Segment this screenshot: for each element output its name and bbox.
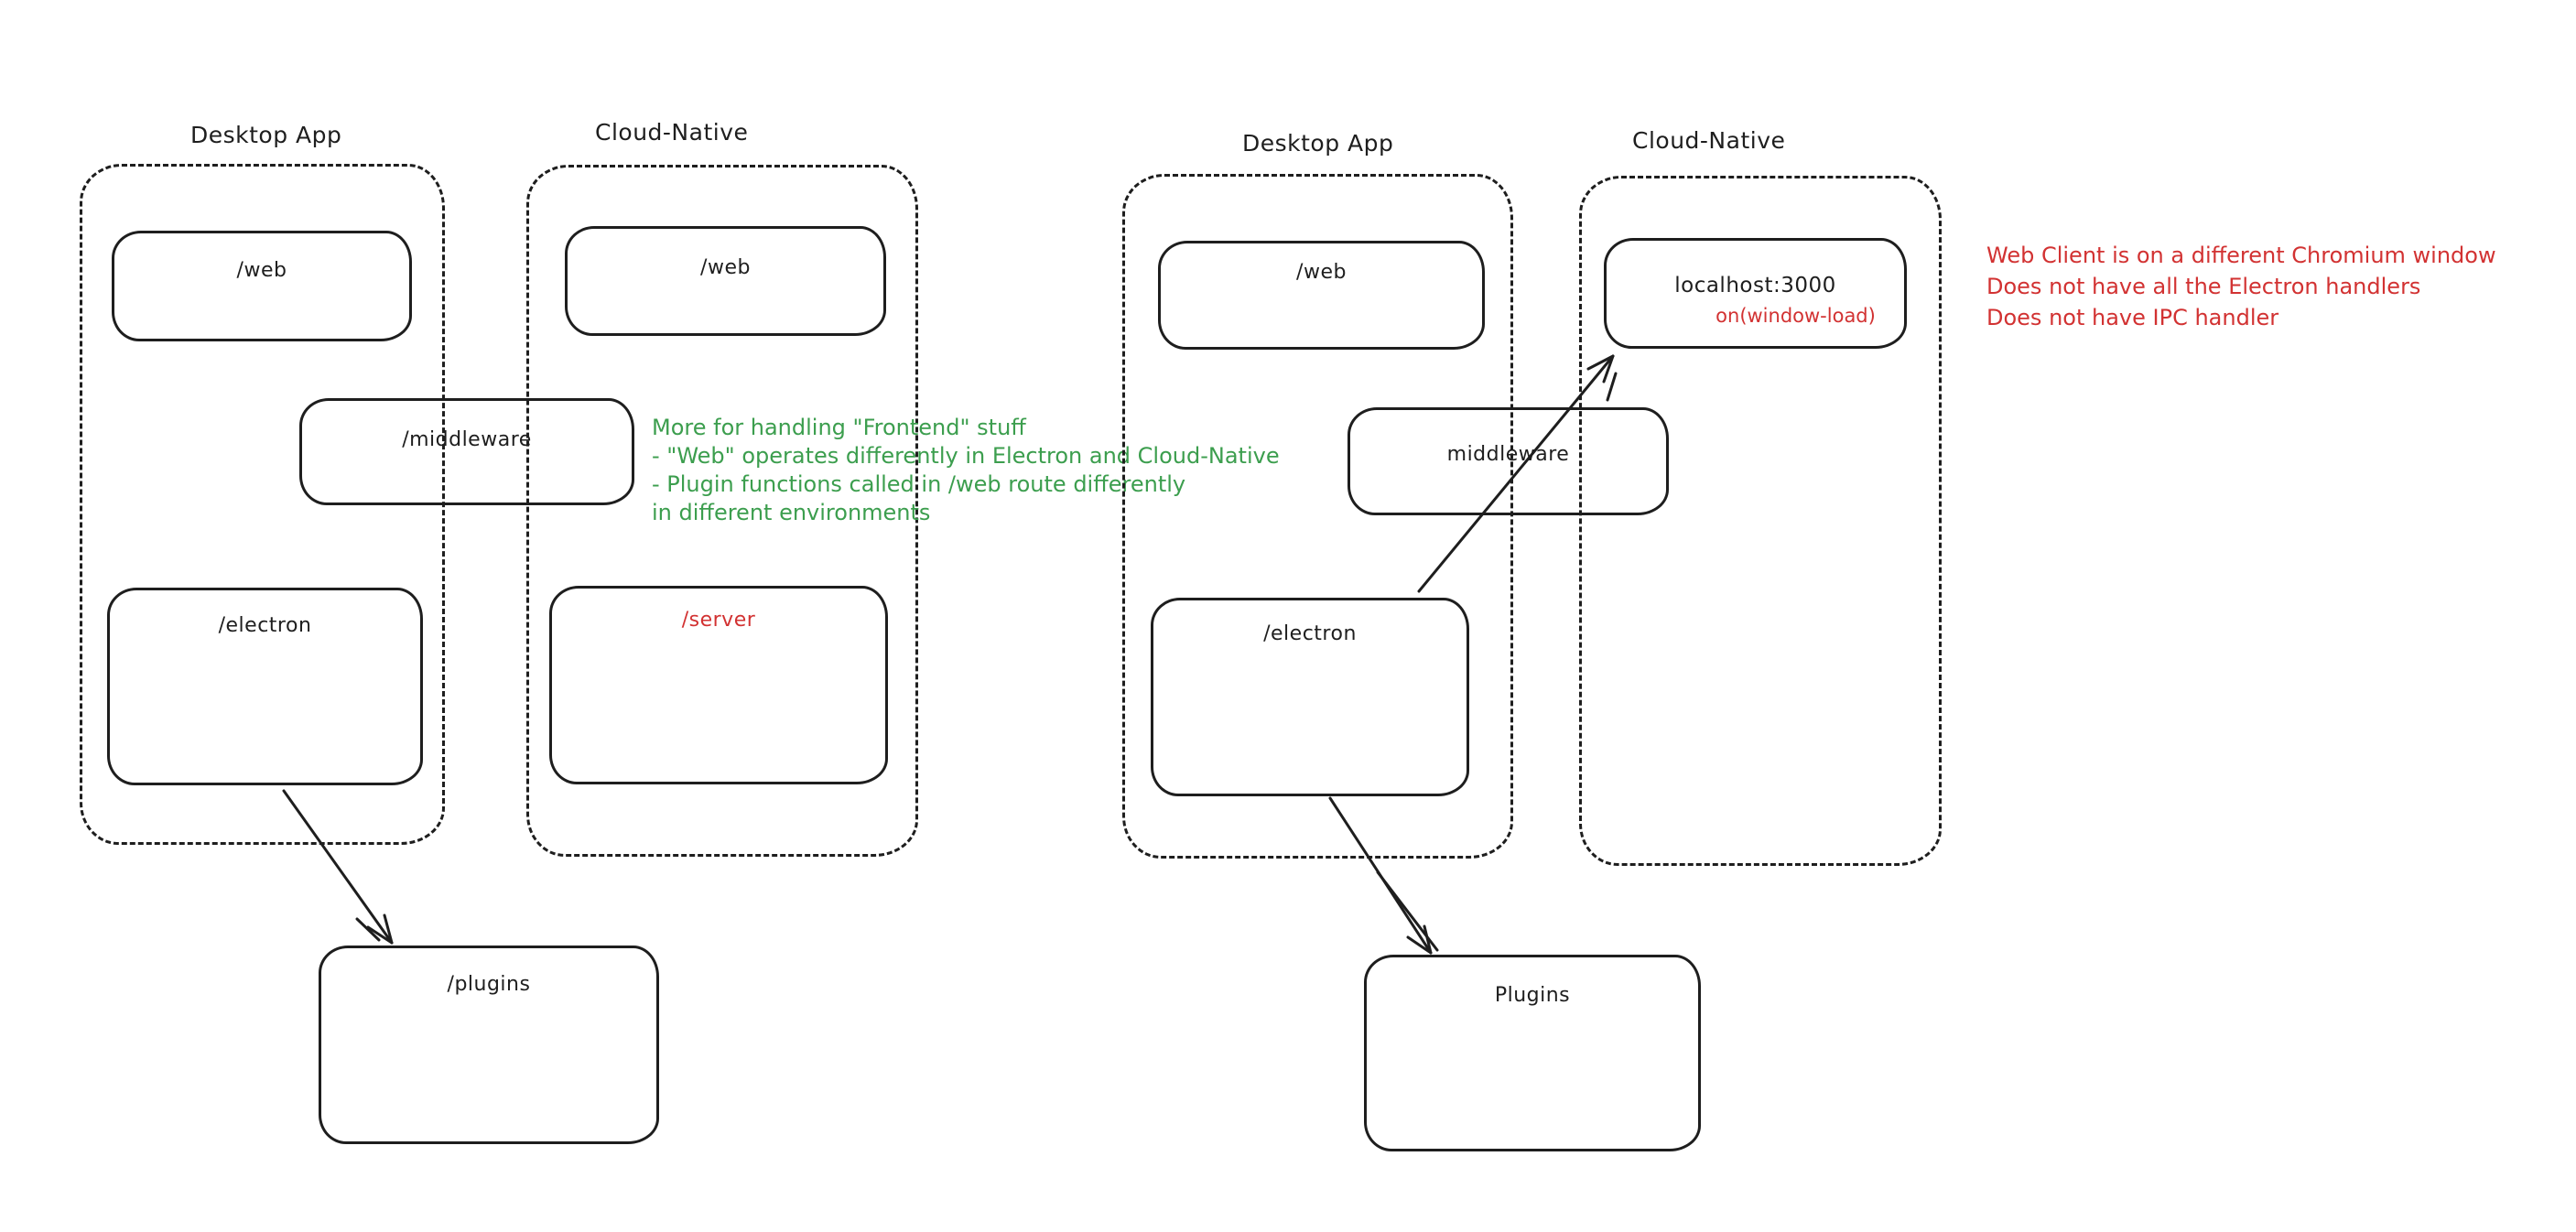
left-server-box[interactable]: /server [549,586,888,784]
left-desktop-app-title: Desktop App [190,122,342,148]
right-middleware-box[interactable]: middleware [1348,407,1669,515]
right-middleware-label: middleware [1446,443,1570,466]
localhost-3000-label: localhost:3000 [1674,274,1836,297]
red-note-line: Does not have all the Electron handlers [1986,274,2421,299]
left-electron-box[interactable]: /electron [107,588,423,785]
right-plugins-label: Plugins [1494,984,1571,1007]
left-desktop-web-box[interactable]: /web [112,231,412,341]
green-note-line: in different environments [652,500,931,525]
window-load-label: on(window-load) [1716,305,1876,327]
right-desktop-app-title: Desktop App [1242,130,1394,157]
red-note-line: Does not have IPC handler [1986,305,2279,330]
green-note-line: - Plugin functions called in /web route … [652,471,1186,497]
left-plugins-label: /plugins [447,973,531,996]
left-middleware-box[interactable]: /middleware [299,398,634,505]
left-desktop-web-label: /web [236,259,287,282]
left-plugins-box[interactable]: /plugins [319,946,659,1144]
red-note-line: Web Client is on a different Chromium wi… [1986,243,2496,268]
red-annotation-note[interactable]: Web Client is on a different Chromium wi… [1986,240,2496,333]
left-cloud-web-box[interactable]: /web [565,226,886,336]
left-cloud-native-frame[interactable] [526,165,918,857]
green-note-line: More for handling "Frontend" stuff [652,415,1026,440]
right-electron-box[interactable]: /electron [1151,598,1469,796]
left-cloud-native-title: Cloud-Native [595,119,749,146]
right-desktop-web-label: /web [1296,261,1347,284]
green-annotation-note[interactable]: More for handling "Frontend" stuff - "We… [652,414,1280,527]
green-note-line: - "Web" operates differently in Electron… [652,443,1280,469]
right-electron-label: /electron [1263,622,1357,645]
left-middleware-label: /middleware [402,428,532,451]
left-server-label: /server [681,609,756,632]
localhost-3000-box[interactable]: localhost:3000 on(window-load) [1604,238,1907,349]
left-cloud-web-label: /web [700,256,751,279]
right-plugins-box[interactable]: Plugins [1364,955,1701,1151]
right-cloud-native-title: Cloud-Native [1632,127,1786,154]
left-electron-label: /electron [218,614,312,637]
right-desktop-web-box[interactable]: /web [1158,241,1485,350]
